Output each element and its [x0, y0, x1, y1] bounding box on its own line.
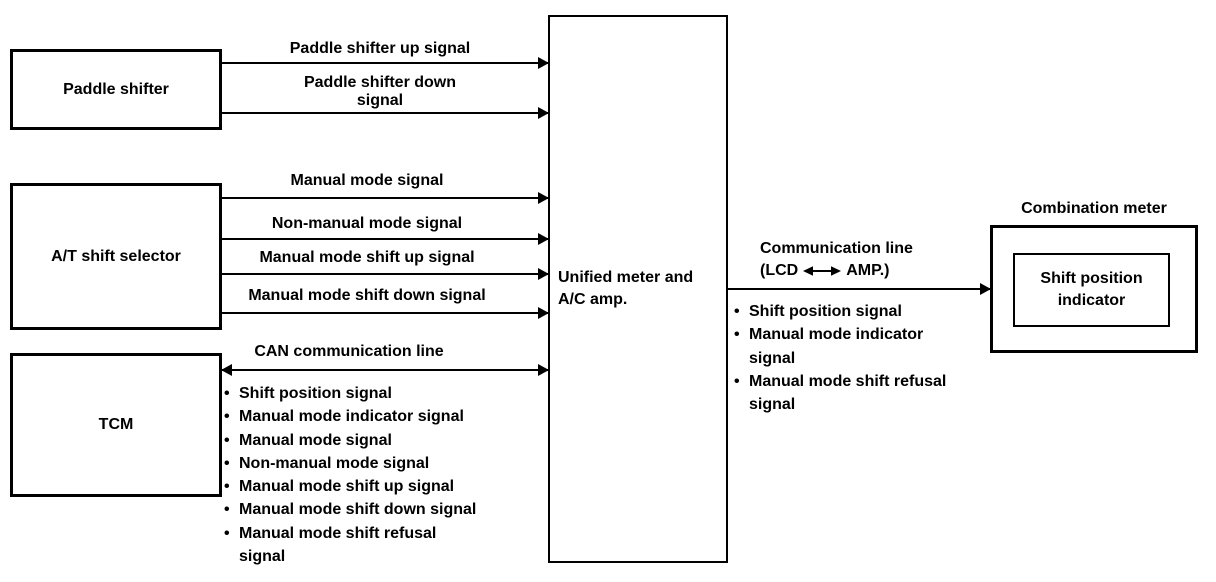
- list-item: • Manual mode shift down signal: [224, 498, 544, 521]
- tcm-box: TCM: [10, 353, 222, 497]
- paddle-shifter-label: Paddle shifter: [63, 80, 169, 98]
- list-item: • Shift position signal: [224, 382, 544, 405]
- communication-line-label: Communication line (LCD AMP.): [760, 238, 913, 282]
- bullet-icon: •: [224, 524, 230, 542]
- lcd-label: (LCD: [760, 262, 799, 279]
- arrowhead-right-icon: [538, 233, 549, 245]
- paddle-up-arrow: [222, 57, 549, 69]
- paddle-down-signal-label: Paddle shifter down signal: [303, 74, 456, 109]
- bullet-icon: •: [224, 454, 230, 472]
- manual-mode-signal-label: Manual mode signal: [290, 172, 444, 189]
- unified-meter-label: Unified meter and A/C amp.: [558, 269, 694, 308]
- can-signal-2: Manual mode signal: [239, 431, 392, 449]
- list-item: • Manual mode shift refusal signal: [734, 370, 974, 417]
- paddle-up-signal-label: Paddle shifter up signal: [289, 40, 471, 57]
- can-signal-list: • Shift position signal • Manual mode in…: [224, 382, 544, 568]
- comm-signal-list: • Shift position signal • Manual mode in…: [734, 300, 974, 416]
- arrowhead-right-icon: [538, 107, 549, 119]
- paddle-down-arrow: [222, 107, 549, 119]
- list-item: • Manual mode indicator signal: [734, 323, 974, 370]
- manual-mode-arrow: [222, 192, 549, 204]
- bullet-icon: •: [224, 501, 230, 519]
- comm-signal-0: Shift position signal: [749, 303, 902, 320]
- arrowhead-right-icon: [538, 268, 549, 280]
- can-communication-line-label: CAN communication line: [254, 343, 444, 360]
- list-item: • Shift position signal: [734, 300, 974, 323]
- amp-label: AMP.): [846, 262, 890, 279]
- tcm-label: TCM: [98, 416, 134, 433]
- list-item: • Manual mode shift refusal signal: [224, 522, 544, 569]
- combination-meter-title: Combination meter: [1021, 200, 1167, 217]
- arrowhead-right-icon: [538, 364, 549, 376]
- manual-shift-up-signal-label: Manual mode shift up signal: [259, 249, 475, 266]
- can-signal-3: Non-manual mode signal: [239, 454, 430, 472]
- bullet-icon: •: [224, 408, 230, 426]
- can-line-arrow: [221, 364, 549, 376]
- can-signal-6: Manual mode shift refusal signal: [239, 524, 437, 566]
- list-item: • Manual mode shift up signal: [224, 475, 544, 498]
- non-manual-mode-arrow: [222, 233, 549, 245]
- non-manual-mode-signal-label: Non-manual mode signal: [271, 215, 463, 232]
- unified-meter-box: Unified meter and A/C amp.: [548, 15, 728, 563]
- can-signal-1: Manual mode indicator signal: [239, 408, 464, 426]
- bullet-icon: •: [224, 431, 230, 449]
- shift-position-indicator-box: Shift position indicator: [1013, 253, 1170, 327]
- bullet-icon: •: [224, 385, 230, 402]
- communication-line-arrow: [728, 283, 991, 295]
- arrowhead-right-icon: [538, 57, 549, 69]
- arrowhead-right-icon: [538, 192, 549, 204]
- bullet-icon: •: [734, 303, 740, 320]
- can-signal-5: Manual mode shift down signal: [239, 501, 477, 519]
- bullet-icon: •: [224, 478, 230, 496]
- can-signal-0: Shift position signal: [239, 385, 392, 402]
- list-item: • Non-manual mode signal: [224, 452, 544, 475]
- comm-signal-1: Manual mode indicator signal: [749, 326, 924, 367]
- list-item: • Manual mode indicator signal: [224, 405, 544, 428]
- comm-signal-2: Manual mode shift refusal signal: [749, 372, 947, 414]
- bullet-icon: •: [734, 372, 740, 390]
- list-item: • Manual mode signal: [224, 429, 544, 452]
- manual-shift-up-arrow: [222, 268, 549, 280]
- communication-line-title: Communication line: [760, 240, 913, 257]
- manual-shift-down-signal-label: Manual mode shift down signal: [248, 287, 486, 304]
- arrowhead-left-icon: [221, 364, 232, 376]
- manual-shift-down-arrow: [222, 307, 549, 319]
- at-shift-selector-box: A/T shift selector: [10, 183, 222, 330]
- bullet-icon: •: [734, 326, 740, 344]
- arrowhead-right-icon: [980, 283, 991, 295]
- shift-position-indicator-label: Shift position indicator: [1040, 270, 1143, 309]
- arrowhead-right-icon: [538, 307, 549, 319]
- paddle-shifter-box: Paddle shifter: [10, 49, 222, 130]
- lcd-amp-double-arrow-icon: [803, 266, 842, 276]
- can-signal-4: Manual mode shift up signal: [239, 478, 455, 496]
- lcd-amp-line: (LCD AMP.): [760, 260, 913, 282]
- at-shift-selector-label: A/T shift selector: [51, 247, 181, 265]
